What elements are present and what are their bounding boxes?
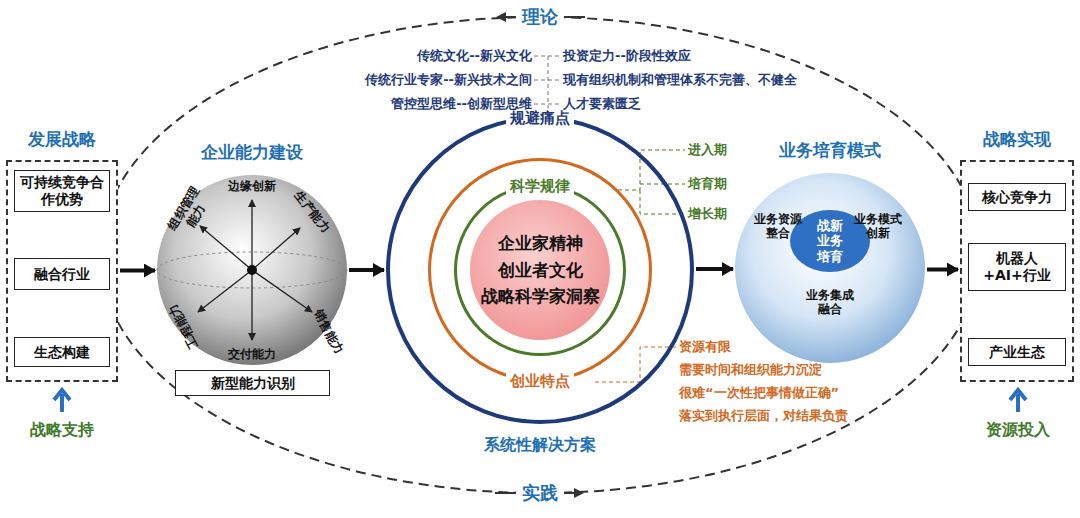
section-heading: 战略实现 bbox=[983, 128, 1051, 151]
ring-label: 创业特点 bbox=[506, 371, 574, 390]
process-box: 生态构建 bbox=[14, 337, 110, 367]
group-panel: 战略实现核心竞争力机器人+AI+行业产业生态 bbox=[960, 160, 1074, 382]
trait-label: 资源有限 bbox=[679, 338, 731, 356]
sphere bbox=[157, 175, 347, 365]
box-text: 产业生态 bbox=[989, 344, 1045, 361]
axis-label: 边缘创新 bbox=[228, 178, 276, 195]
ring-node: 创业特点科学规律企业家精神创业者文化战略科学家洞察 bbox=[428, 158, 652, 382]
box-text: 生态构建 bbox=[34, 344, 90, 361]
mode-label: 业务集成融合 bbox=[806, 288, 854, 317]
sphere bbox=[735, 173, 925, 363]
box-text: 融合行业 bbox=[34, 266, 90, 283]
core-text: 战略科学家洞察 bbox=[481, 283, 600, 309]
support-arrow bbox=[54, 390, 70, 412]
section-heading: 业务培育模式 bbox=[779, 139, 881, 162]
core-text: 创业者文化 bbox=[498, 257, 583, 283]
support-arrow bbox=[1010, 390, 1026, 412]
core-circle: 企业家精神创业者文化战略科学家洞察 bbox=[470, 200, 610, 340]
core-text: 企业家精神 bbox=[498, 230, 583, 256]
stage-arrow bbox=[349, 268, 384, 272]
box-text: 机器人+AI+行业 bbox=[973, 250, 1061, 284]
process-box: 新型能力识别 bbox=[175, 370, 330, 396]
support-label: 战略支持 bbox=[30, 420, 94, 441]
section-heading: 企业能力建设 bbox=[201, 141, 303, 164]
capability-axes bbox=[198, 200, 312, 340]
cycle-label: 理论 bbox=[516, 5, 564, 29]
ring-label: 规避痛点 bbox=[506, 109, 574, 128]
pain-point: 现有组织机制和管理体系不完善、不健全 bbox=[563, 71, 797, 89]
axis-label: 销售能力 bbox=[309, 307, 347, 357]
ring-label: 科学规律 bbox=[506, 176, 574, 195]
pain-point: 人才要素匮乏 bbox=[563, 95, 641, 113]
solution-label: 系统性解决方案 bbox=[484, 435, 596, 456]
leader-lines bbox=[618, 150, 685, 214]
box-text: 新型能力识别 bbox=[211, 375, 295, 392]
pain-point: 管控型思维--创新型思维 bbox=[391, 95, 532, 113]
pain-point: 传统文化--新兴文化 bbox=[417, 47, 532, 65]
cycle-label: 实践 bbox=[516, 481, 564, 505]
stage-label: 进入期 bbox=[688, 141, 727, 159]
leader-lines bbox=[534, 56, 560, 112]
support-label: 资源投入 bbox=[986, 420, 1050, 441]
trait-label: 很难“一次性把事情做正确” bbox=[679, 384, 839, 402]
stage-arrow bbox=[120, 269, 155, 273]
axis-label: 生产能力 bbox=[291, 188, 334, 236]
stage-label: 培育期 bbox=[688, 175, 727, 193]
process-box: 可持续竞争合作优势 bbox=[14, 170, 110, 212]
group-panel: 发展战略可持续竞争合作优势融合行业生态构建 bbox=[6, 160, 118, 382]
process-box: 机器人+AI+行业 bbox=[968, 243, 1066, 291]
trait-label: 需要时间和组织能力沉淀 bbox=[679, 361, 822, 379]
ring-node: 规避痛点创业特点科学规律企业家精神创业者文化战略科学家洞察 bbox=[386, 116, 694, 424]
sphere-node: 业务培育模式战新业务培育 bbox=[735, 173, 925, 363]
axis-label: 工程能力 bbox=[165, 301, 203, 351]
box-text: 可持续竞争合作优势 bbox=[19, 174, 105, 208]
cycle-ellipse bbox=[100, 17, 980, 493]
trait-label: 落实到执行层面，对结果负责 bbox=[679, 407, 848, 425]
axis-center bbox=[247, 265, 257, 275]
process-box: 产业生态 bbox=[968, 338, 1066, 366]
mode-label: 业务模式创新 bbox=[854, 212, 902, 241]
process-box: 核心竞争力 bbox=[968, 183, 1066, 211]
axis-label: 交付能力 bbox=[228, 346, 276, 363]
axis-label: 组织管理能力 bbox=[165, 184, 215, 240]
core-text: 战新业务培育 bbox=[816, 218, 843, 265]
box-text: 核心竞争力 bbox=[982, 189, 1052, 206]
stage-label: 增长期 bbox=[688, 205, 727, 223]
stage-arrow bbox=[696, 267, 733, 271]
mode-label: 业务资源整合 bbox=[754, 212, 802, 241]
pain-point: 投资定力--阶段性效应 bbox=[563, 47, 691, 65]
pain-point: 传统行业专家--新兴技术之间 bbox=[365, 71, 532, 89]
section-heading: 发展战略 bbox=[28, 128, 96, 151]
process-box: 融合行业 bbox=[14, 258, 110, 290]
leader-lines bbox=[595, 347, 676, 382]
ring-node: 科学规律企业家精神创业者文化战略科学家洞察 bbox=[454, 184, 626, 356]
stage-arrow bbox=[927, 268, 958, 272]
